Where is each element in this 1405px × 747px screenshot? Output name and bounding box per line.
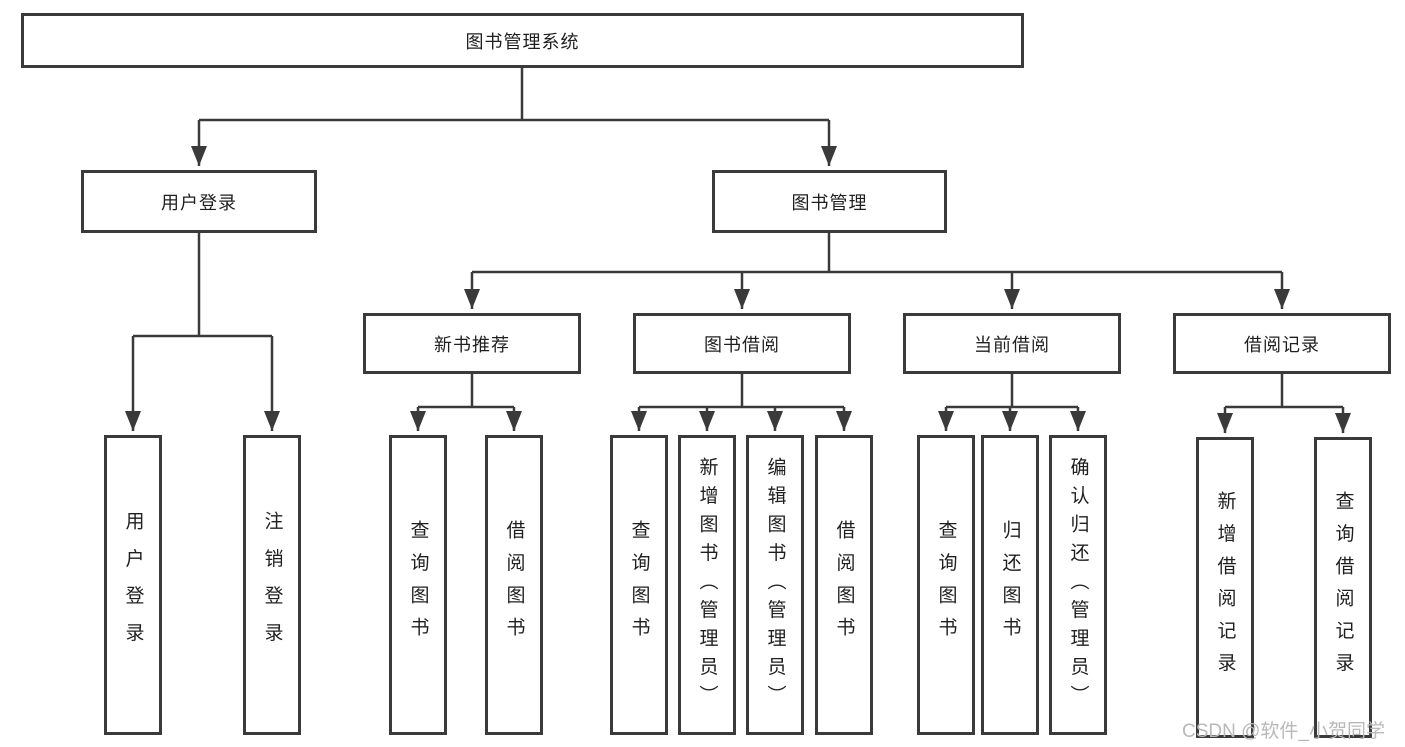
connector-user-login-to-leaves — [125, 233, 280, 431]
leaf-query-borrow-record: 查询借阅记录 — [1314, 437, 1372, 738]
leaf-edit-book-admin: 编辑图书（管理员） — [746, 435, 804, 735]
node-borrow-records-label: 借阅记录 — [1244, 334, 1320, 355]
leaf-logout-login: 注销登录 — [243, 435, 301, 735]
leaf-query-book-borrow-label: 查询图书 — [628, 520, 650, 650]
leaf-return-book-label: 归还图书 — [999, 520, 1021, 650]
node-user-login: 用户登录 — [81, 170, 317, 233]
connector-current-borrow-to-leaves — [938, 374, 1086, 431]
leaf-edit-book-admin-label: 编辑图书（管理员） — [764, 456, 786, 714]
connector-new-book-recommend-to-leaves — [410, 374, 522, 431]
leaf-add-book-admin-label: 新增图书（管理员） — [696, 456, 718, 714]
leaf-query-borrow-record-label: 查询借阅记录 — [1332, 490, 1354, 685]
node-user-login-label: 用户登录 — [161, 192, 237, 213]
leaf-confirm-return-admin: 确认归还（管理员） — [1049, 435, 1107, 735]
leaf-borrow-book: 借阅图书 — [815, 435, 873, 735]
leaf-query-book-current: 查询图书 — [917, 435, 975, 735]
leaf-borrow-book-recommend: 借阅图书 — [485, 435, 543, 735]
node-new-book-recommend-label: 新书推荐 — [434, 334, 510, 355]
leaf-confirm-return-admin-label: 确认归还（管理员） — [1067, 456, 1089, 714]
csdn-watermark: CSDN @软件_小贺同学 — [1182, 721, 1385, 742]
node-book-borrow: 图书借阅 — [633, 313, 851, 374]
leaf-add-borrow-record-label: 新增借阅记录 — [1214, 490, 1236, 685]
leaf-add-borrow-record: 新增借阅记录 — [1196, 437, 1254, 738]
leaf-logout-login-label: 注销登录 — [261, 510, 283, 660]
connector-borrow-records-to-leaves — [1217, 374, 1351, 433]
node-root-label: 图书管理系统 — [465, 31, 580, 52]
leaf-user-login: 用户登录 — [104, 435, 162, 735]
node-root: 图书管理系统 — [21, 13, 1024, 68]
leaf-user-login-label: 用户登录 — [122, 510, 144, 660]
node-current-borrow: 当前借阅 — [903, 313, 1121, 374]
node-book-borrow-label: 图书借阅 — [704, 334, 780, 355]
connector-root-to-level2 — [191, 68, 837, 166]
node-current-borrow-label: 当前借阅 — [974, 334, 1050, 355]
leaf-query-book-current-label: 查询图书 — [935, 520, 957, 650]
leaf-query-book-borrow: 查询图书 — [610, 435, 668, 735]
node-borrow-records: 借阅记录 — [1173, 313, 1391, 374]
leaf-return-book: 归还图书 — [981, 435, 1039, 735]
leaf-query-book-recommend: 查询图书 — [389, 435, 447, 735]
node-book-management-label: 图书管理 — [791, 192, 868, 213]
connector-book-management-to-level3 — [464, 233, 1290, 309]
leaf-add-book-admin: 新增图书（管理员） — [678, 435, 736, 735]
node-book-management: 图书管理 — [712, 170, 947, 233]
connector-book-borrow-to-leaves — [631, 374, 852, 431]
leaf-borrow-book-recommend-label: 借阅图书 — [503, 520, 525, 650]
leaf-borrow-book-label: 借阅图书 — [833, 520, 855, 650]
node-new-book-recommend: 新书推荐 — [363, 313, 581, 374]
leaf-query-book-recommend-label: 查询图书 — [407, 520, 429, 650]
